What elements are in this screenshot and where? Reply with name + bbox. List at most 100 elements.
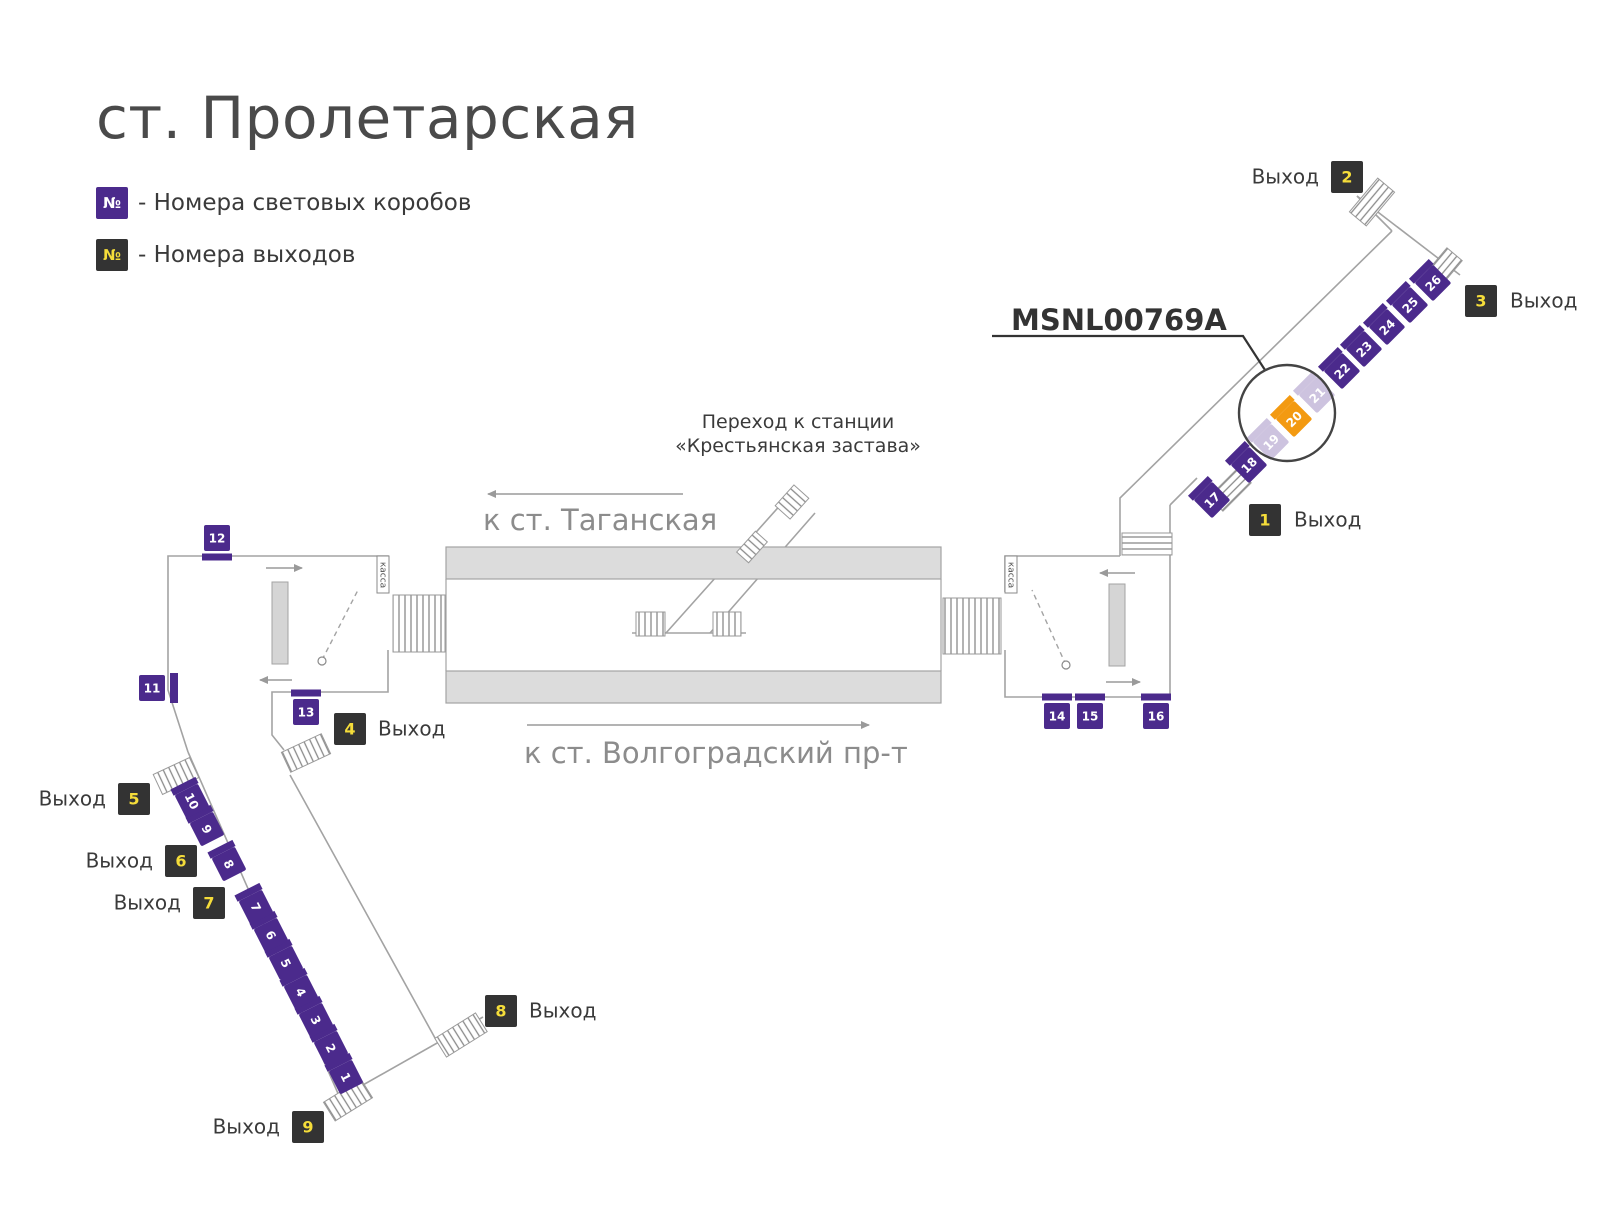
legend-box-swatch: № — [96, 187, 128, 219]
light-box-bar — [170, 673, 178, 703]
exit-9: 9 Выход — [213, 1111, 324, 1143]
kassa-west: касса — [376, 555, 390, 594]
light-box-10: 10 — [170, 776, 209, 818]
light-box-6: 6 — [249, 910, 288, 952]
exit-label: Выход — [114, 891, 181, 915]
exit-number: 9 — [302, 1118, 313, 1137]
light-box-square — [254, 918, 288, 952]
light-box-square — [293, 699, 319, 725]
platform — [445, 546, 942, 704]
light-box-16: 16 — [1141, 693, 1171, 729]
light-box-19: 19 — [1246, 417, 1289, 460]
light-box-11: 11 — [139, 673, 178, 703]
stairs — [152, 177, 1463, 1122]
light-box-bar — [1339, 324, 1365, 350]
light-box-bar — [1075, 693, 1105, 701]
exit-3: 3 Выход — [1465, 285, 1577, 317]
light-box-bar — [1141, 693, 1171, 701]
exit-square — [1465, 285, 1497, 317]
legend-exit-label: - Номера выходов — [138, 242, 356, 268]
exit-label: Выход — [1294, 508, 1361, 532]
turnstiles — [271, 581, 1126, 670]
light-box-bar — [1269, 394, 1295, 420]
exit-square — [118, 783, 150, 815]
light-box-bar — [170, 776, 199, 796]
light-box-bar — [1246, 417, 1272, 443]
light-box-7: 7 — [234, 882, 273, 924]
light-box-24: 24 — [1362, 302, 1405, 345]
light-box-bar — [279, 967, 308, 987]
light-box-22: 22 — [1317, 346, 1360, 389]
exit-number: 2 — [1341, 168, 1352, 187]
transfer-label-line2: «Крестьянская застава» — [675, 435, 921, 457]
light-box-number: 14 — [1049, 710, 1066, 724]
direction-volgogradsky: к ст. Волгоградский пр-т — [524, 736, 908, 770]
exit-label: Выход — [529, 999, 596, 1023]
light-box-26: 26 — [1408, 258, 1451, 301]
light-box-9: 9 — [185, 804, 224, 846]
light-box-square — [212, 847, 246, 881]
exit-number: 4 — [344, 720, 355, 739]
light-box-square — [269, 946, 303, 980]
light-box-15: 15 — [1075, 693, 1105, 729]
light-box-25: 25 — [1385, 280, 1428, 323]
light-box-square — [1276, 401, 1312, 437]
flow-arrows — [259, 490, 1141, 729]
exit-label: Выход — [378, 717, 445, 741]
light-box-bar — [202, 553, 232, 561]
exit-label: Выход — [1252, 165, 1319, 189]
light-box-number: 10 — [182, 791, 202, 812]
exit-number: 3 — [1475, 292, 1486, 311]
light-box-square — [1077, 703, 1103, 729]
exit-label: Выход — [213, 1115, 280, 1139]
legend-box-label: - Номера световых коробов — [138, 190, 472, 216]
light-box-bar — [1187, 475, 1213, 501]
light-box-bar — [264, 938, 293, 958]
page-title: ст. Пролетарская — [96, 84, 639, 152]
exit-square — [193, 887, 225, 919]
light-box-bar — [309, 1023, 338, 1043]
transfer-label-line1: Переход к станции — [702, 411, 895, 433]
light-box-square — [299, 1003, 333, 1037]
svg-text:касса: касса — [378, 562, 388, 588]
light-box-square — [1253, 424, 1289, 460]
light-box-20: 20 — [1269, 394, 1312, 437]
station-walls — [167, 195, 1461, 1099]
light-box-bar — [1292, 370, 1318, 396]
light-box-square — [1231, 447, 1267, 483]
light-box-23: 23 — [1339, 324, 1382, 367]
exit-number: 8 — [495, 1002, 506, 1021]
light-box-square — [1324, 353, 1360, 389]
light-box-number: 13 — [298, 706, 315, 720]
light-box-bar — [1042, 693, 1072, 701]
direction-taganskaya: к ст. Таганская — [483, 503, 717, 537]
light-box-square — [1044, 703, 1070, 729]
light-box-bar — [291, 689, 321, 697]
light-box-2: 2 — [309, 1023, 348, 1065]
legend-exit-swatch: № — [96, 239, 128, 271]
light-box-square — [239, 890, 273, 924]
light-box-14: 14 — [1042, 693, 1072, 729]
exit-number: 6 — [175, 852, 186, 871]
light-box-number: 16 — [1148, 710, 1165, 724]
exit-square — [485, 995, 517, 1027]
highlight-code: MSNL00769A — [1011, 303, 1227, 337]
legend-exits: № - Номера выходов — [96, 238, 355, 272]
light-box-4: 4 — [279, 967, 318, 1009]
light-box-bar — [234, 882, 263, 902]
light-box-bar — [207, 839, 236, 859]
highlight-circle — [1237, 363, 1337, 463]
exit-square — [165, 845, 197, 877]
light-box-square — [1194, 482, 1230, 518]
exit-number: 5 — [128, 790, 139, 809]
light-box-bar — [249, 910, 278, 930]
exit-label: Выход — [1510, 289, 1577, 313]
light-box-bar — [1224, 440, 1250, 466]
exit-square — [292, 1111, 324, 1143]
light-box-square — [139, 675, 165, 701]
